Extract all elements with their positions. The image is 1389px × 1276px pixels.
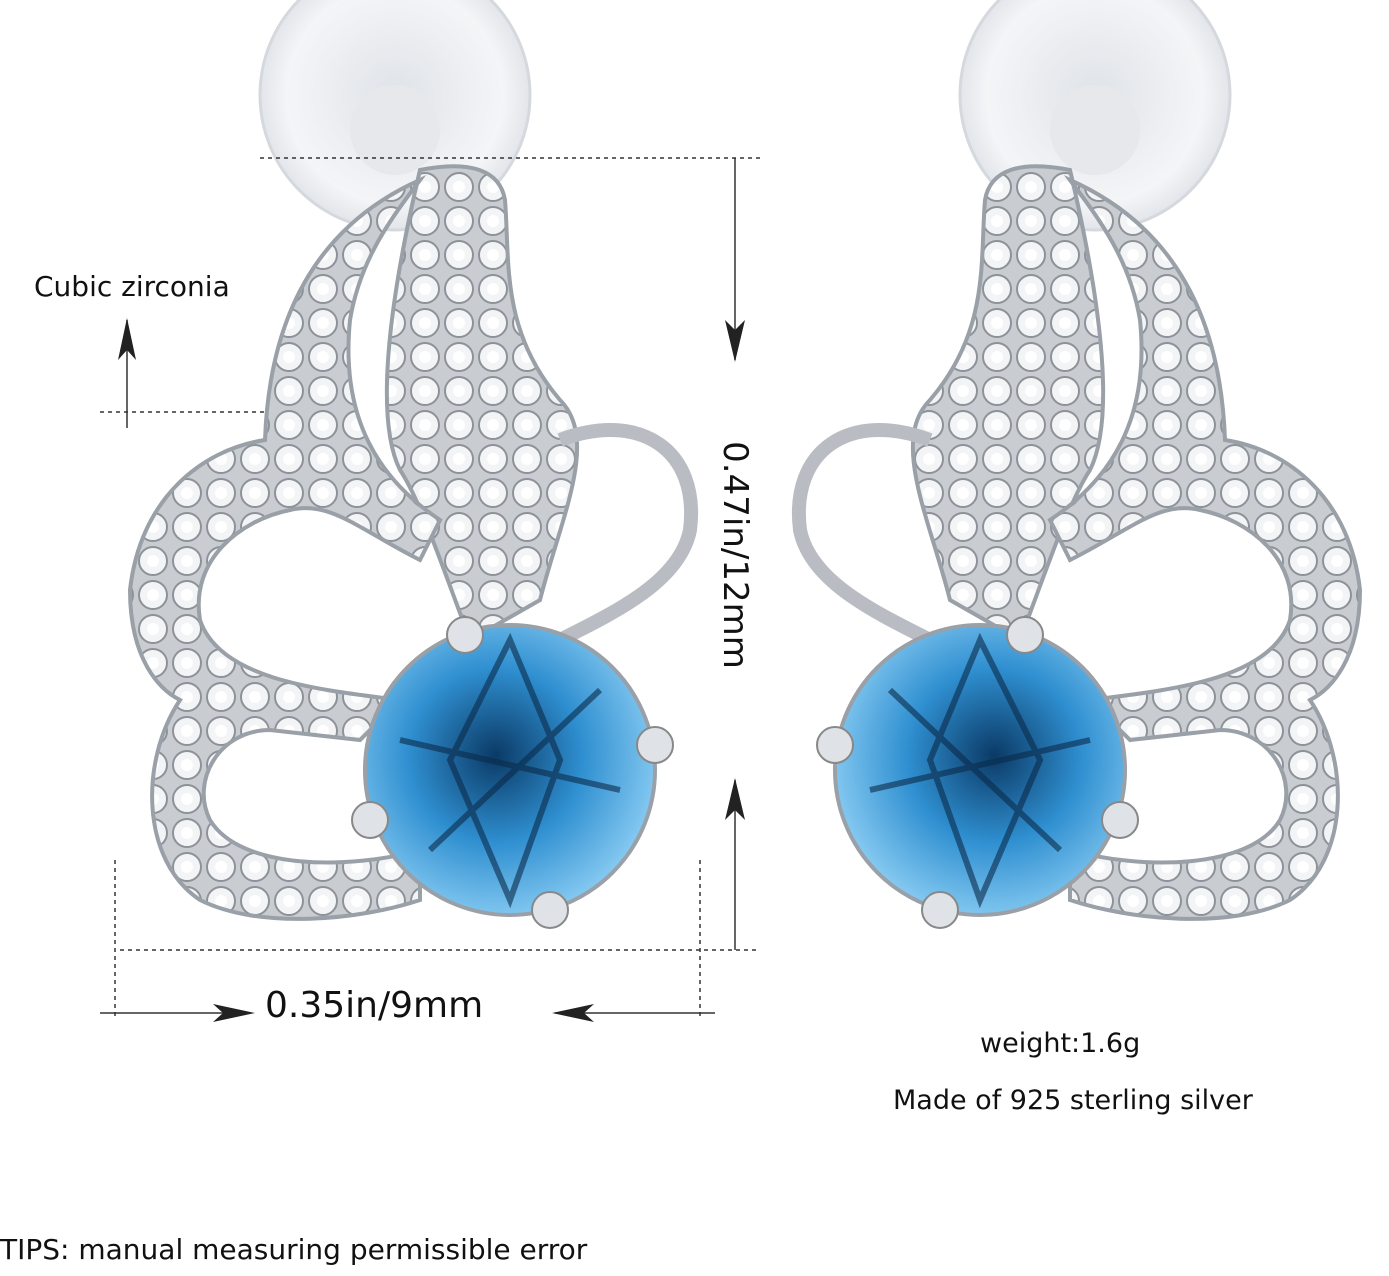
tips-note: TIPS: manual measuring permissible error	[0, 1233, 588, 1266]
right-earring	[799, 0, 1360, 928]
left-earring	[130, 0, 691, 928]
material-label: Made of 925 sterling silver	[893, 1085, 1253, 1116]
dimension-arrows	[118, 318, 745, 1022]
weight-label: weight:1.6g	[980, 1028, 1141, 1059]
height-dimension-label: 0.47in/12mm	[715, 441, 755, 669]
width-dimension-label: 0.35in/9mm	[265, 985, 484, 1026]
cubic-zirconia-label: Cubic zirconia	[34, 270, 230, 303]
